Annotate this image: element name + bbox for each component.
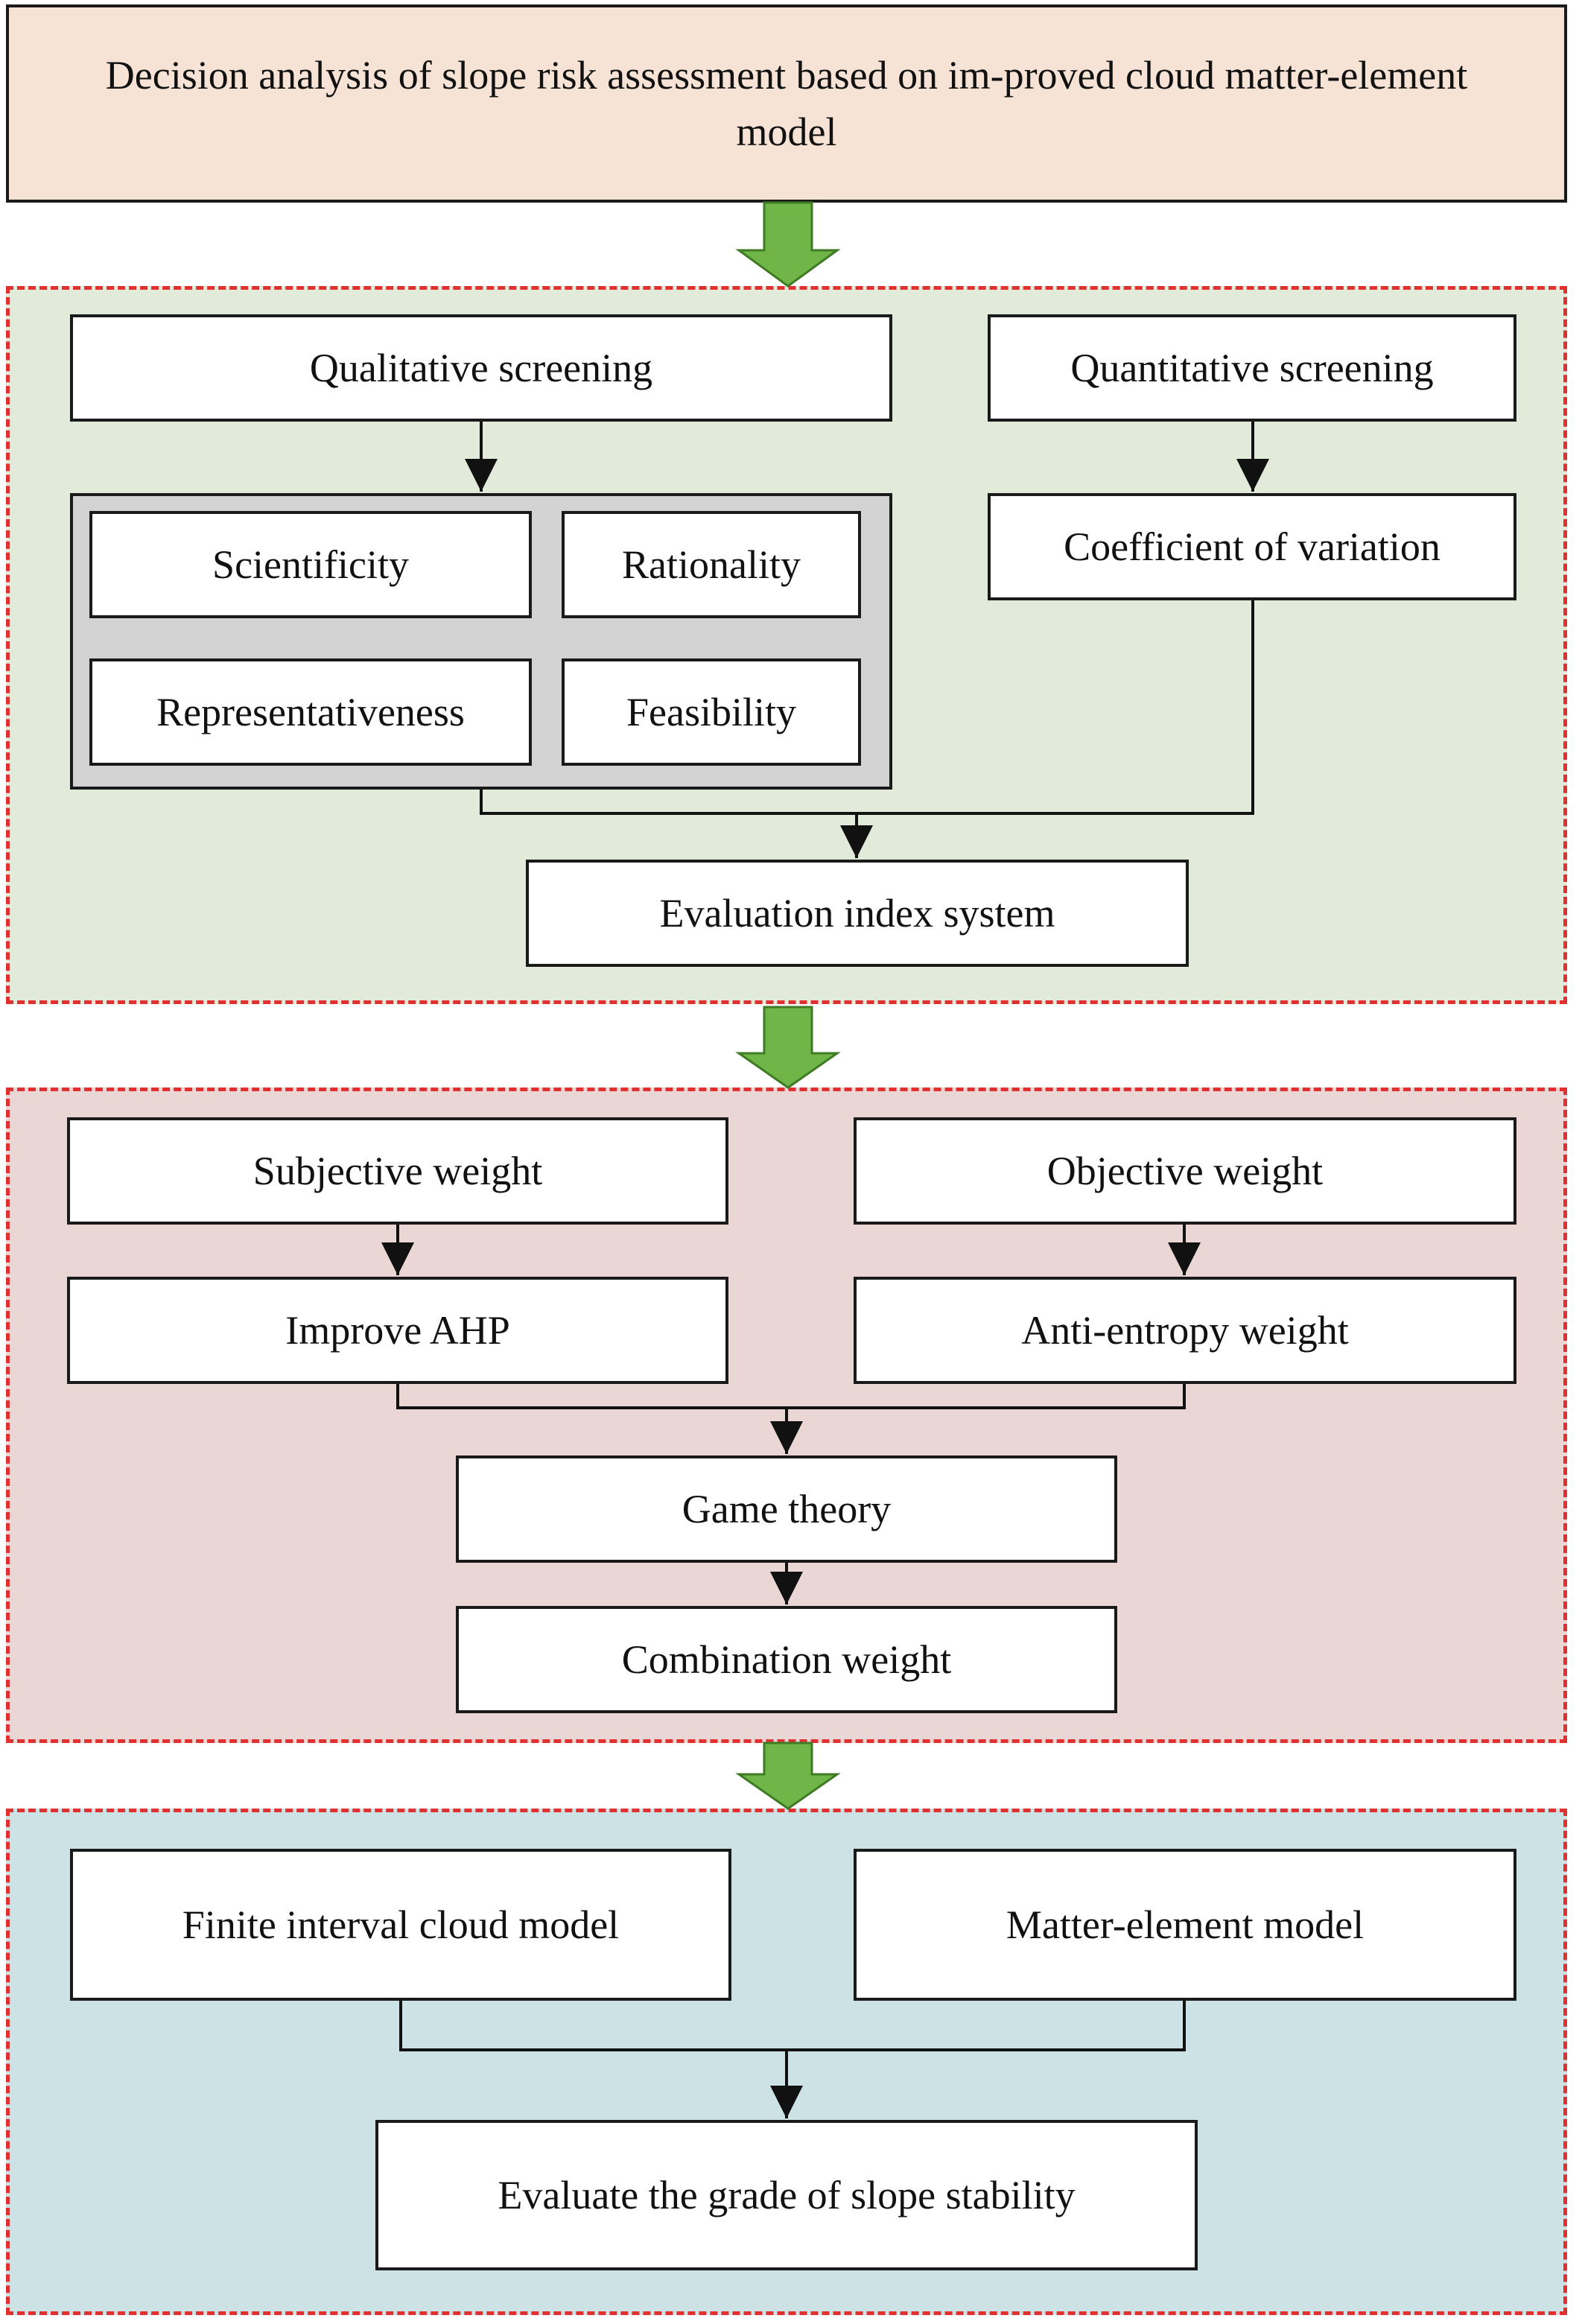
finite-interval-cloud-model-label: Finite interval cloud model xyxy=(182,1902,620,1947)
evaluation-index-system-box: Evaluation index system xyxy=(526,860,1189,967)
combination-weight-label: Combination weight xyxy=(621,1637,952,1682)
criterion-scientificity-box: Scientificity xyxy=(89,511,532,618)
diagram-title: Decision analysis of slope risk assessme… xyxy=(105,53,1468,154)
diagram-title-box: Decision analysis of slope risk assessme… xyxy=(6,4,1567,203)
subjective-weight-box: Subjective weight xyxy=(67,1117,728,1225)
criterion-scientificity-label: Scientificity xyxy=(212,542,409,587)
anti-entropy-weight-label: Anti-entropy weight xyxy=(1021,1308,1349,1353)
transition-arrow-1-icon xyxy=(735,201,841,288)
game-theory-label: Game theory xyxy=(682,1487,892,1531)
slope-stability-grade-box: Evaluate the grade of slope stability xyxy=(375,2120,1198,2270)
connector-models-merge xyxy=(399,2001,1186,2051)
quantitative-screening-label: Quantitative screening xyxy=(1070,346,1434,390)
quantitative-screening-box: Quantitative screening xyxy=(988,314,1516,422)
connector-criteria-merge xyxy=(480,600,1254,815)
combination-weight-box: Combination weight xyxy=(456,1606,1117,1713)
subjective-weight-label: Subjective weight xyxy=(252,1149,543,1193)
slope-stability-grade-label: Evaluate the grade of slope stability xyxy=(498,2173,1076,2217)
finite-interval-cloud-model-box: Finite interval cloud model xyxy=(70,1849,731,2001)
improve-ahp-box: Improve AHP xyxy=(67,1277,728,1384)
evaluation-index-system-label: Evaluation index system xyxy=(659,891,1055,936)
coefficient-of-variation-box: Coefficient of variation xyxy=(988,493,1516,600)
qualitative-screening-box: Qualitative screening xyxy=(70,314,892,422)
criterion-rationality-box: Rationality xyxy=(562,511,861,618)
anti-entropy-weight-box: Anti-entropy weight xyxy=(854,1277,1516,1384)
objective-weight-box: Objective weight xyxy=(854,1117,1516,1225)
connector-weights-merge xyxy=(396,1384,1186,1409)
criterion-feasibility-label: Feasibility xyxy=(626,690,796,734)
criterion-representativeness-label: Representativeness xyxy=(156,690,465,734)
matter-element-model-box: Matter-element model xyxy=(854,1849,1516,2001)
qualitative-screening-label: Qualitative screening xyxy=(309,346,653,390)
transition-arrow-2-icon xyxy=(735,1006,841,1089)
coefficient-of-variation-label: Coefficient of variation xyxy=(1064,524,1441,569)
criterion-rationality-label: Rationality xyxy=(622,542,801,587)
objective-weight-label: Objective weight xyxy=(1046,1149,1324,1193)
matter-element-model-label: Matter-element model xyxy=(1006,1902,1365,1947)
transition-arrow-3-icon xyxy=(735,1742,841,1810)
improve-ahp-label: Improve AHP xyxy=(285,1308,510,1353)
criterion-representativeness-box: Representativeness xyxy=(89,658,532,766)
criterion-feasibility-box: Feasibility xyxy=(562,658,861,766)
game-theory-box: Game theory xyxy=(456,1455,1117,1563)
